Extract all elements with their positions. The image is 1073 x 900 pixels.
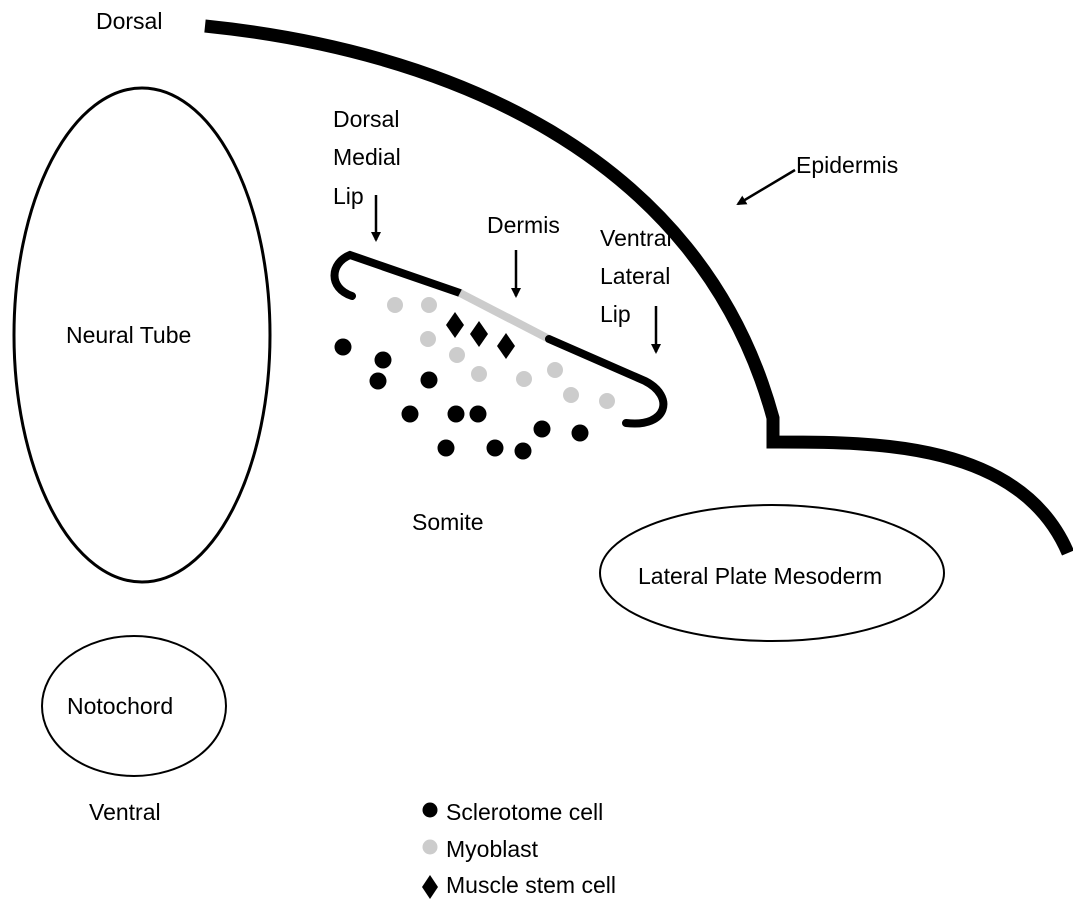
- muscle-stem-cell-legend-label: Muscle stem cell: [446, 872, 616, 898]
- legend: Sclerotome cell Myoblast Muscle stem cel…: [422, 799, 616, 899]
- ventral-label: Ventral: [89, 799, 161, 825]
- lateral-plate-mesoderm-label: Lateral Plate Mesoderm: [638, 563, 882, 589]
- sclerotome-cell: [572, 425, 589, 442]
- sclerotome-cell: [534, 421, 551, 438]
- dorsal-medial-lip-label-line3: Lip: [333, 183, 364, 209]
- myoblast-cell: [421, 297, 437, 313]
- sclerotome-cell: [515, 443, 532, 460]
- dermomyotome-medial-segment: [335, 255, 461, 296]
- myoblast-cell: [387, 297, 403, 313]
- sclerotome-cell: [402, 406, 419, 423]
- notochord-label: Notochord: [67, 693, 173, 719]
- myoblast-cell: [471, 366, 487, 382]
- muscle-stem-cell: [497, 333, 515, 359]
- myoblast-cell: [420, 331, 436, 347]
- sclerotome-cell: [487, 440, 504, 457]
- dorsal-label: Dorsal: [96, 8, 162, 34]
- muscle-stem-cell: [446, 312, 464, 338]
- ventral-lateral-lip-label-line3: Lip: [600, 301, 631, 327]
- dermis-label: Dermis: [487, 212, 560, 238]
- ventral-lateral-lip-label-line2: Lateral: [600, 263, 670, 289]
- sclerotome-cell: [421, 372, 438, 389]
- myoblast-cell: [563, 387, 579, 403]
- sclerotome-cell: [448, 406, 465, 423]
- ventral-lateral-lip-label-line1: Ventral: [600, 225, 672, 251]
- myoblast-cell: [516, 371, 532, 387]
- muscle-stem-cell: [470, 321, 488, 347]
- sclerotome-cell: [375, 352, 392, 369]
- somite-label: Somite: [412, 509, 484, 535]
- sclerotome-cell: [438, 440, 455, 457]
- epidermis-label: Epidermis: [796, 152, 898, 178]
- epidermis-arrow: [738, 170, 795, 204]
- sclerotome-cell: [370, 373, 387, 390]
- sclerotome-cell: [335, 339, 352, 356]
- sclerotome-legend-label: Sclerotome cell: [446, 799, 603, 825]
- myoblast-legend-icon: [423, 840, 438, 855]
- muscle-stem-cell-legend-icon: [422, 875, 438, 899]
- myoblast-cell: [449, 347, 465, 363]
- myoblast-cell: [547, 362, 563, 378]
- myoblast-cell: [599, 393, 615, 409]
- dorsal-medial-lip-label-line1: Dorsal: [333, 106, 399, 132]
- sclerotome-cell: [470, 406, 487, 423]
- dermomyotome-lateral-segment: [549, 339, 663, 424]
- dorsal-medial-lip-label-line2: Medial: [333, 144, 401, 170]
- neural-tube-label: Neural Tube: [66, 322, 191, 348]
- myoblast-legend-label: Myoblast: [446, 836, 539, 862]
- sclerotome-legend-icon: [423, 803, 438, 818]
